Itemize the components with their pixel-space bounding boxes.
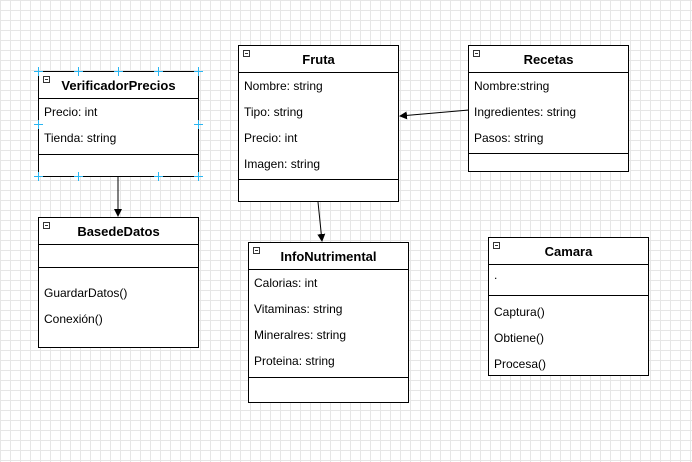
attribute: . xyxy=(494,268,498,282)
method: GuardarDatos() xyxy=(44,286,128,300)
collapse-icon[interactable] xyxy=(493,242,500,249)
collapse-icon[interactable] xyxy=(253,247,260,254)
edge-recetas-to-fruta[interactable] xyxy=(399,109,470,120)
method: Conexión() xyxy=(44,312,103,326)
attributes-section: Nombre:string Ingredientes: string Pasos… xyxy=(469,73,628,154)
attributes-section: Nombre: string Tipo: string Precio: int … xyxy=(239,73,398,180)
attribute: Tipo: string xyxy=(244,105,303,119)
collapse-icon[interactable] xyxy=(243,50,250,57)
resize-handle[interactable] xyxy=(154,67,163,76)
class-camara[interactable]: Camara . Captura() Obtiene() Procesa() xyxy=(488,237,649,376)
methods-section: GuardarDatos() Conexión() xyxy=(39,268,198,332)
methods-section: Captura() Obtiene() Procesa() xyxy=(489,296,648,377)
class-title: Recetas xyxy=(523,51,574,67)
class-basededatos[interactable]: BasedeDatos GuardarDatos() Conexión() xyxy=(38,217,199,348)
attribute: Mineralres: string xyxy=(254,328,347,342)
resize-handle[interactable] xyxy=(34,172,43,181)
resize-handle[interactable] xyxy=(34,120,43,129)
attribute: Nombre:string xyxy=(474,79,550,93)
class-title: VerificadorPrecios xyxy=(61,77,176,93)
attributes-section: Precio: int Tienda: string xyxy=(39,99,198,155)
attribute: Ingredientes: string xyxy=(474,105,577,119)
class-recetas[interactable]: Recetas Nombre:string Ingredientes: stri… xyxy=(468,45,629,172)
attribute: Tienda: string xyxy=(44,131,117,145)
collapse-icon[interactable] xyxy=(43,76,50,83)
resize-handle[interactable] xyxy=(74,67,83,76)
attribute: Calorias: int xyxy=(254,276,318,290)
class-title: BasedeDatos xyxy=(77,223,160,239)
method: Procesa() xyxy=(494,357,547,371)
attribute: Proteina: string xyxy=(254,354,335,368)
attribute: Imagen: string xyxy=(244,157,321,171)
resize-handle[interactable] xyxy=(194,67,203,76)
resize-handle[interactable] xyxy=(114,67,123,76)
resize-handle[interactable] xyxy=(194,120,203,129)
class-title: InfoNutrimental xyxy=(280,248,377,264)
method: Captura() xyxy=(494,305,545,319)
attributes-section: . xyxy=(489,265,648,296)
attribute: Precio: int xyxy=(244,131,298,145)
class-title: Camara xyxy=(544,243,593,259)
class-fruta[interactable]: Fruta Nombre: string Tipo: string Precio… xyxy=(238,45,399,202)
method: Obtiene() xyxy=(494,331,545,345)
resize-handle[interactable] xyxy=(34,67,43,76)
attribute: Pasos: string xyxy=(474,131,544,145)
attributes-section: Calorias: int Vitaminas: string Mineralr… xyxy=(249,270,408,378)
class-title: Fruta xyxy=(302,51,335,67)
resize-handle[interactable] xyxy=(74,172,83,181)
resize-handle[interactable] xyxy=(154,172,163,181)
collapse-icon[interactable] xyxy=(43,222,50,229)
attribute: Nombre: string xyxy=(244,79,323,93)
class-verificador-precios[interactable]: VerificadorPrecios Precio: int Tienda: s… xyxy=(38,71,199,177)
collapse-icon[interactable] xyxy=(473,50,480,57)
edge-fruta-to-infonutrimental[interactable] xyxy=(317,201,326,242)
class-infonutrimental[interactable]: InfoNutrimental Calorias: int Vitaminas:… xyxy=(248,242,409,403)
attributes-section xyxy=(39,245,198,268)
attribute: Vitaminas: string xyxy=(254,302,343,316)
attribute: Precio: int xyxy=(44,105,98,119)
resize-handle[interactable] xyxy=(194,172,203,181)
